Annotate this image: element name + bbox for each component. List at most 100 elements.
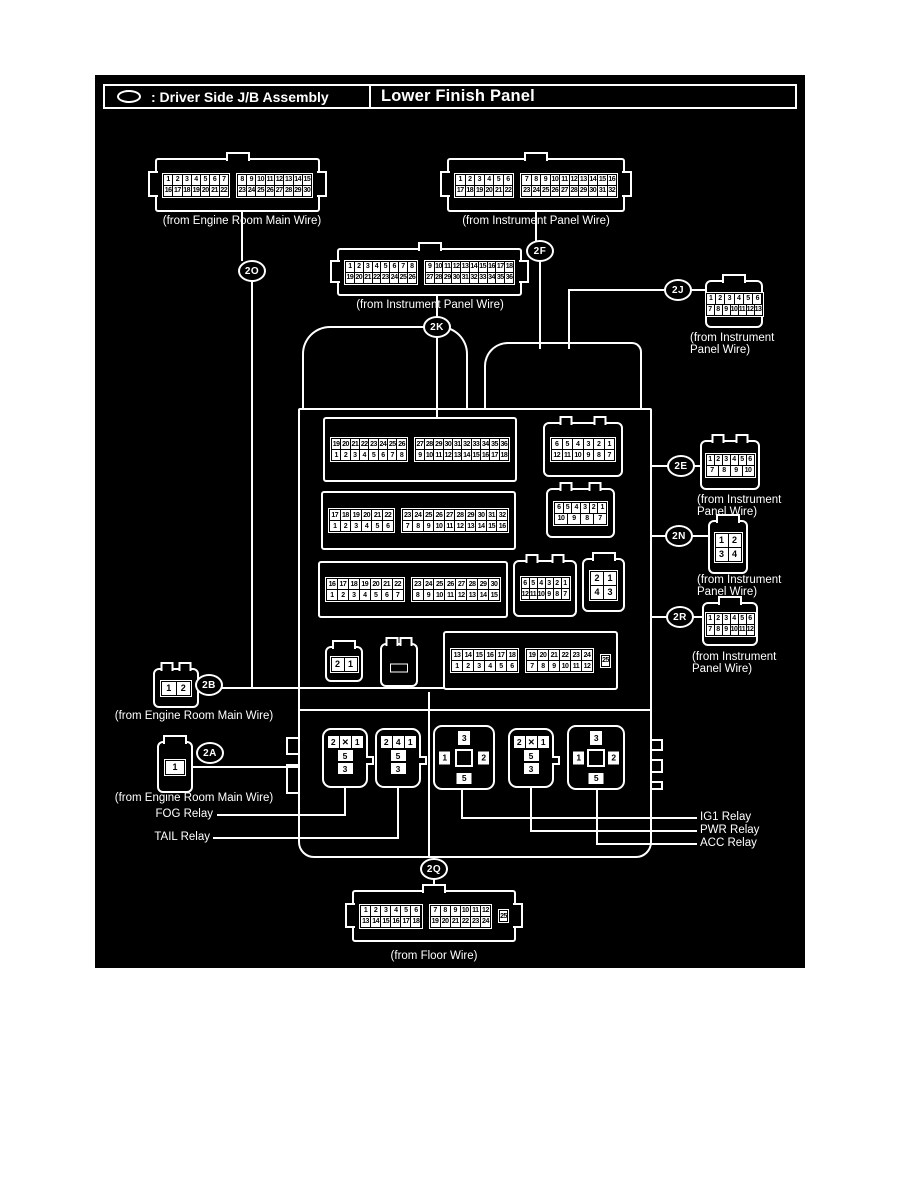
- connector-instrument-panel-top-caption: (from Instrument Panel Wire): [462, 215, 610, 227]
- pin-4: 4: [191, 174, 201, 185]
- pin-27: 27: [560, 185, 569, 196]
- pin-15: 15: [478, 261, 487, 272]
- pin-25: 25: [399, 272, 407, 283]
- pin-8: 8: [407, 261, 416, 272]
- pin-2: 2: [591, 571, 603, 585]
- crossed-pin: ✕: [339, 736, 351, 748]
- pin-2: 2: [608, 751, 619, 764]
- pin-9: 9: [722, 624, 730, 635]
- connector-top-tab: [385, 637, 399, 646]
- pin-13: 13: [453, 450, 462, 460]
- pin-8: 8: [237, 174, 247, 185]
- pin-2: 2: [340, 521, 351, 531]
- pin-4: 4: [485, 661, 495, 671]
- pin-19: 19: [346, 272, 354, 283]
- pin-11: 11: [444, 521, 455, 531]
- pin-10: 10: [550, 174, 560, 185]
- pin-8: 8: [440, 905, 450, 916]
- pin-26: 26: [550, 185, 560, 196]
- callout-2q: 2Q: [420, 858, 448, 880]
- pin-18: 18: [340, 510, 351, 520]
- pin-3: 3: [350, 450, 360, 460]
- pin-5: 5: [370, 590, 381, 600]
- pin-1: 1: [344, 657, 357, 671]
- pin-1: 1: [439, 751, 450, 764]
- pin-27: 27: [274, 185, 284, 196]
- pin-11: 11: [445, 590, 456, 600]
- connector-wire: [690, 289, 705, 291]
- connector-top-tab: [591, 552, 616, 561]
- pin-20: 20: [370, 579, 381, 589]
- pin-3: 3: [381, 905, 391, 916]
- pin-25: 25: [500, 911, 507, 921]
- callout-2f: 2F: [526, 240, 554, 262]
- pin-5: 5: [588, 773, 604, 784]
- pin-4: 4: [392, 736, 404, 748]
- pin-23: 23: [470, 916, 480, 927]
- pin-16: 16: [487, 261, 496, 272]
- pin-2: 2: [176, 681, 190, 695]
- pin-12: 12: [443, 450, 453, 460]
- pin-14: 14: [293, 174, 302, 185]
- pin-2: 2: [331, 657, 344, 671]
- connector-floor-wire-caption: (from Floor Wire): [390, 950, 478, 962]
- pin-3: 3: [583, 439, 593, 449]
- pin-25: 25: [602, 655, 609, 666]
- pin-1: 1: [351, 736, 363, 748]
- pin-15: 15: [486, 521, 497, 531]
- pin-6: 6: [552, 439, 562, 449]
- pin-3: 3: [545, 578, 553, 588]
- connector-top-tab: [163, 735, 187, 744]
- pin-7: 7: [527, 661, 537, 671]
- jb-left-tab: [286, 764, 300, 794]
- pin-8: 8: [714, 624, 722, 635]
- pin-13: 13: [452, 650, 462, 660]
- pin-13: 13: [579, 174, 588, 185]
- pin-1: 1: [166, 760, 184, 774]
- relay-coil-box: [455, 748, 473, 767]
- pin-17: 17: [173, 185, 182, 196]
- pin-20: 20: [440, 916, 450, 927]
- connector-instrument-panel-mid-caption: (from Instrument Panel Wire): [356, 299, 504, 311]
- pin-10: 10: [460, 905, 470, 916]
- pin-9: 9: [423, 590, 434, 600]
- connector-wire: [535, 212, 537, 242]
- connector-top-tab: [525, 554, 539, 563]
- legend-cell: : Driver Side J/B Assembly: [105, 86, 371, 107]
- connector-2r-caption: Panel Wire): [692, 663, 753, 675]
- pin-33: 33: [471, 439, 481, 449]
- pin-1: 1: [455, 174, 465, 185]
- pin-26: 26: [265, 185, 274, 196]
- pin-11: 11: [562, 450, 572, 460]
- pin-6: 6: [507, 661, 517, 671]
- connector-top-tab: [588, 482, 602, 491]
- pin-15: 15: [489, 590, 499, 600]
- pin-2: 2: [327, 736, 339, 748]
- pin-5: 5: [563, 502, 572, 513]
- pin-1: 1: [163, 174, 173, 185]
